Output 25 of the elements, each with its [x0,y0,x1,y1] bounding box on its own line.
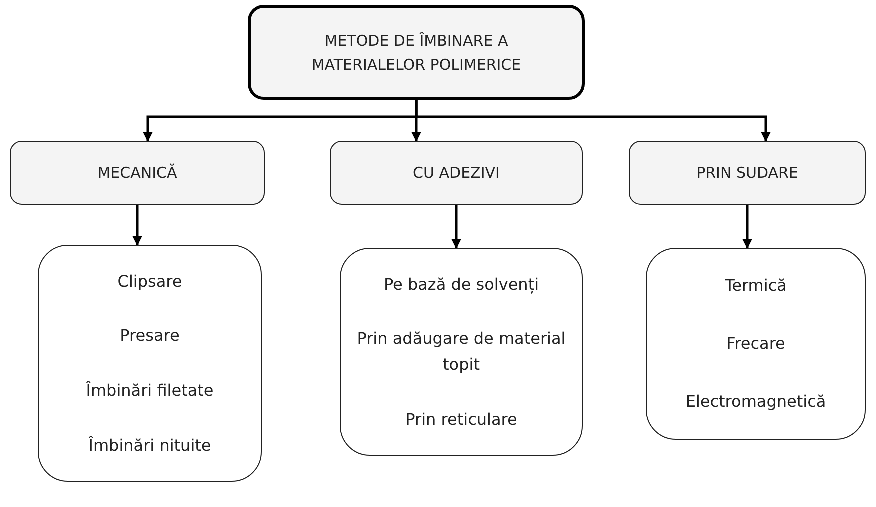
method-list-box [340,248,583,456]
category-box [629,141,866,205]
method-item: Prin reticulare [406,408,518,431]
method-item: Îmbinări nituite [88,434,212,457]
method-item: Prin adăugare de material topit [356,328,567,376]
box-title: METODE DE ÎMBINARE A MATERIALELOR POLIMERICE [310,30,522,76]
arrow [742,205,752,249]
arrow [132,205,142,246]
method-item: Presare [120,325,180,348]
box-title: CU ADEZIVI [413,164,500,182]
method-item: Pe bază de solvenți [384,274,540,296]
arrow [452,205,462,249]
box-title: MECANICĂ [98,164,178,182]
title-box [248,5,585,100]
method-list-box [38,245,262,482]
method-item: Clipsare [118,270,182,293]
box-title: PRIN SUDARE [696,164,798,182]
method-item: Termică [725,275,787,298]
method-list-box [646,248,866,440]
method-item: Frecare [726,333,786,356]
method-item: Electromagnetică [686,391,826,414]
category-box [10,141,265,205]
category-box [330,141,583,205]
method-item: Îmbinări filetate [86,380,214,402]
arrow [415,100,771,142]
